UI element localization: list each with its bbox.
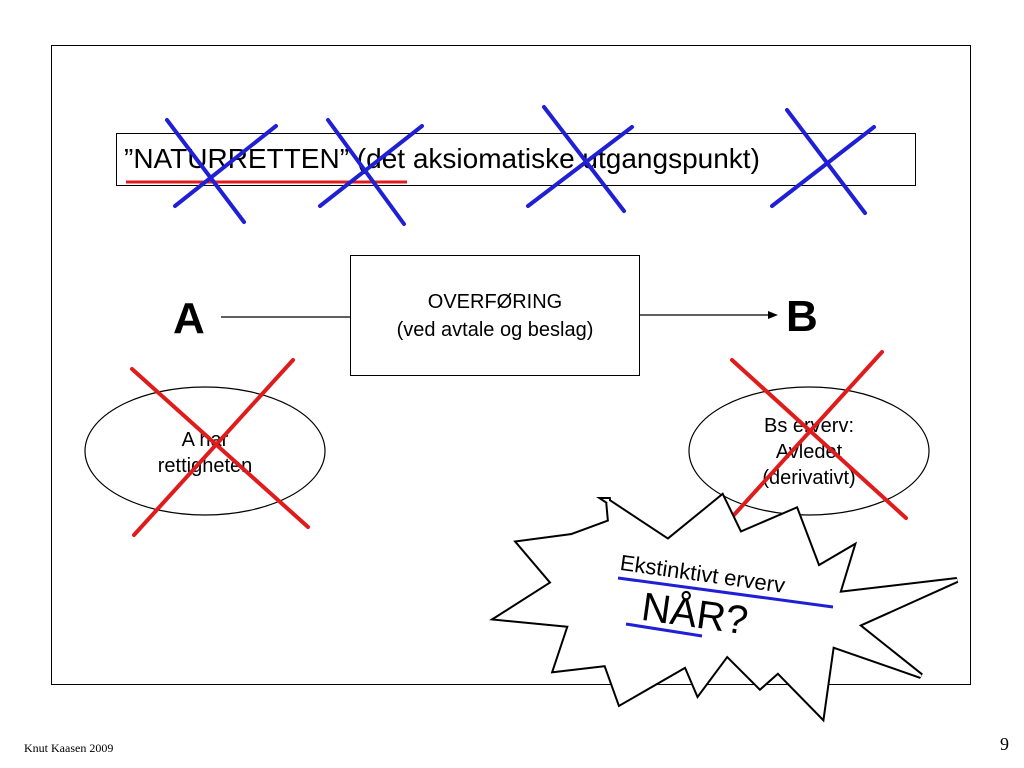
blue-cross-1a: [165, 118, 246, 224]
b-ellipse-line-3: (derivativt): [762, 467, 856, 489]
a-ellipse-line-2: rettigheten: [157, 455, 253, 477]
ellipse-red-crosses: [130, 350, 908, 537]
blue-cross-1b: [173, 124, 278, 208]
slide-frame: [51, 45, 971, 685]
burst-blue-underline-1: [617, 576, 834, 609]
blue-cross-4a: [785, 108, 867, 215]
party-b-label: B: [786, 292, 818, 341]
b-ellipse: [688, 386, 930, 516]
transfer-box: [350, 255, 640, 376]
arrow-head: [768, 311, 778, 319]
footer-author: Knut Kaasen 2009: [24, 741, 114, 755]
burst-blue-underline-2: [625, 622, 703, 638]
title-blue-crosses: [165, 105, 876, 226]
b-ellipse-line-1: Bs erverv:: [763, 415, 855, 437]
blue-cross-4b: [770, 125, 876, 208]
red-cross-b2: [731, 350, 884, 518]
blue-cross-3b: [526, 125, 634, 208]
transfer-line-1: OVERFØRING: [427, 291, 563, 313]
red-cross-a2: [132, 358, 295, 537]
transfer-label: OVERFØRING (ved avtale og beslag): [350, 288, 640, 344]
title-rest: (det aksiomatiske utgangspunkt): [349, 143, 760, 174]
red-cross-b1: [730, 358, 908, 520]
title-box: [116, 133, 916, 186]
a-ellipse: [84, 386, 326, 516]
blue-cross-2b: [318, 124, 424, 208]
transfer-line-2: (ved avtale og beslag): [396, 319, 594, 341]
blue-cross-3a: [542, 105, 626, 213]
b-ellipse-text: Bs erverv: Avledet (derivativt): [719, 413, 899, 491]
burst-shape: [489, 492, 959, 723]
party-a-label: A: [173, 294, 205, 343]
red-cross-a1: [130, 367, 310, 529]
page-number: 9: [1000, 734, 1009, 754]
